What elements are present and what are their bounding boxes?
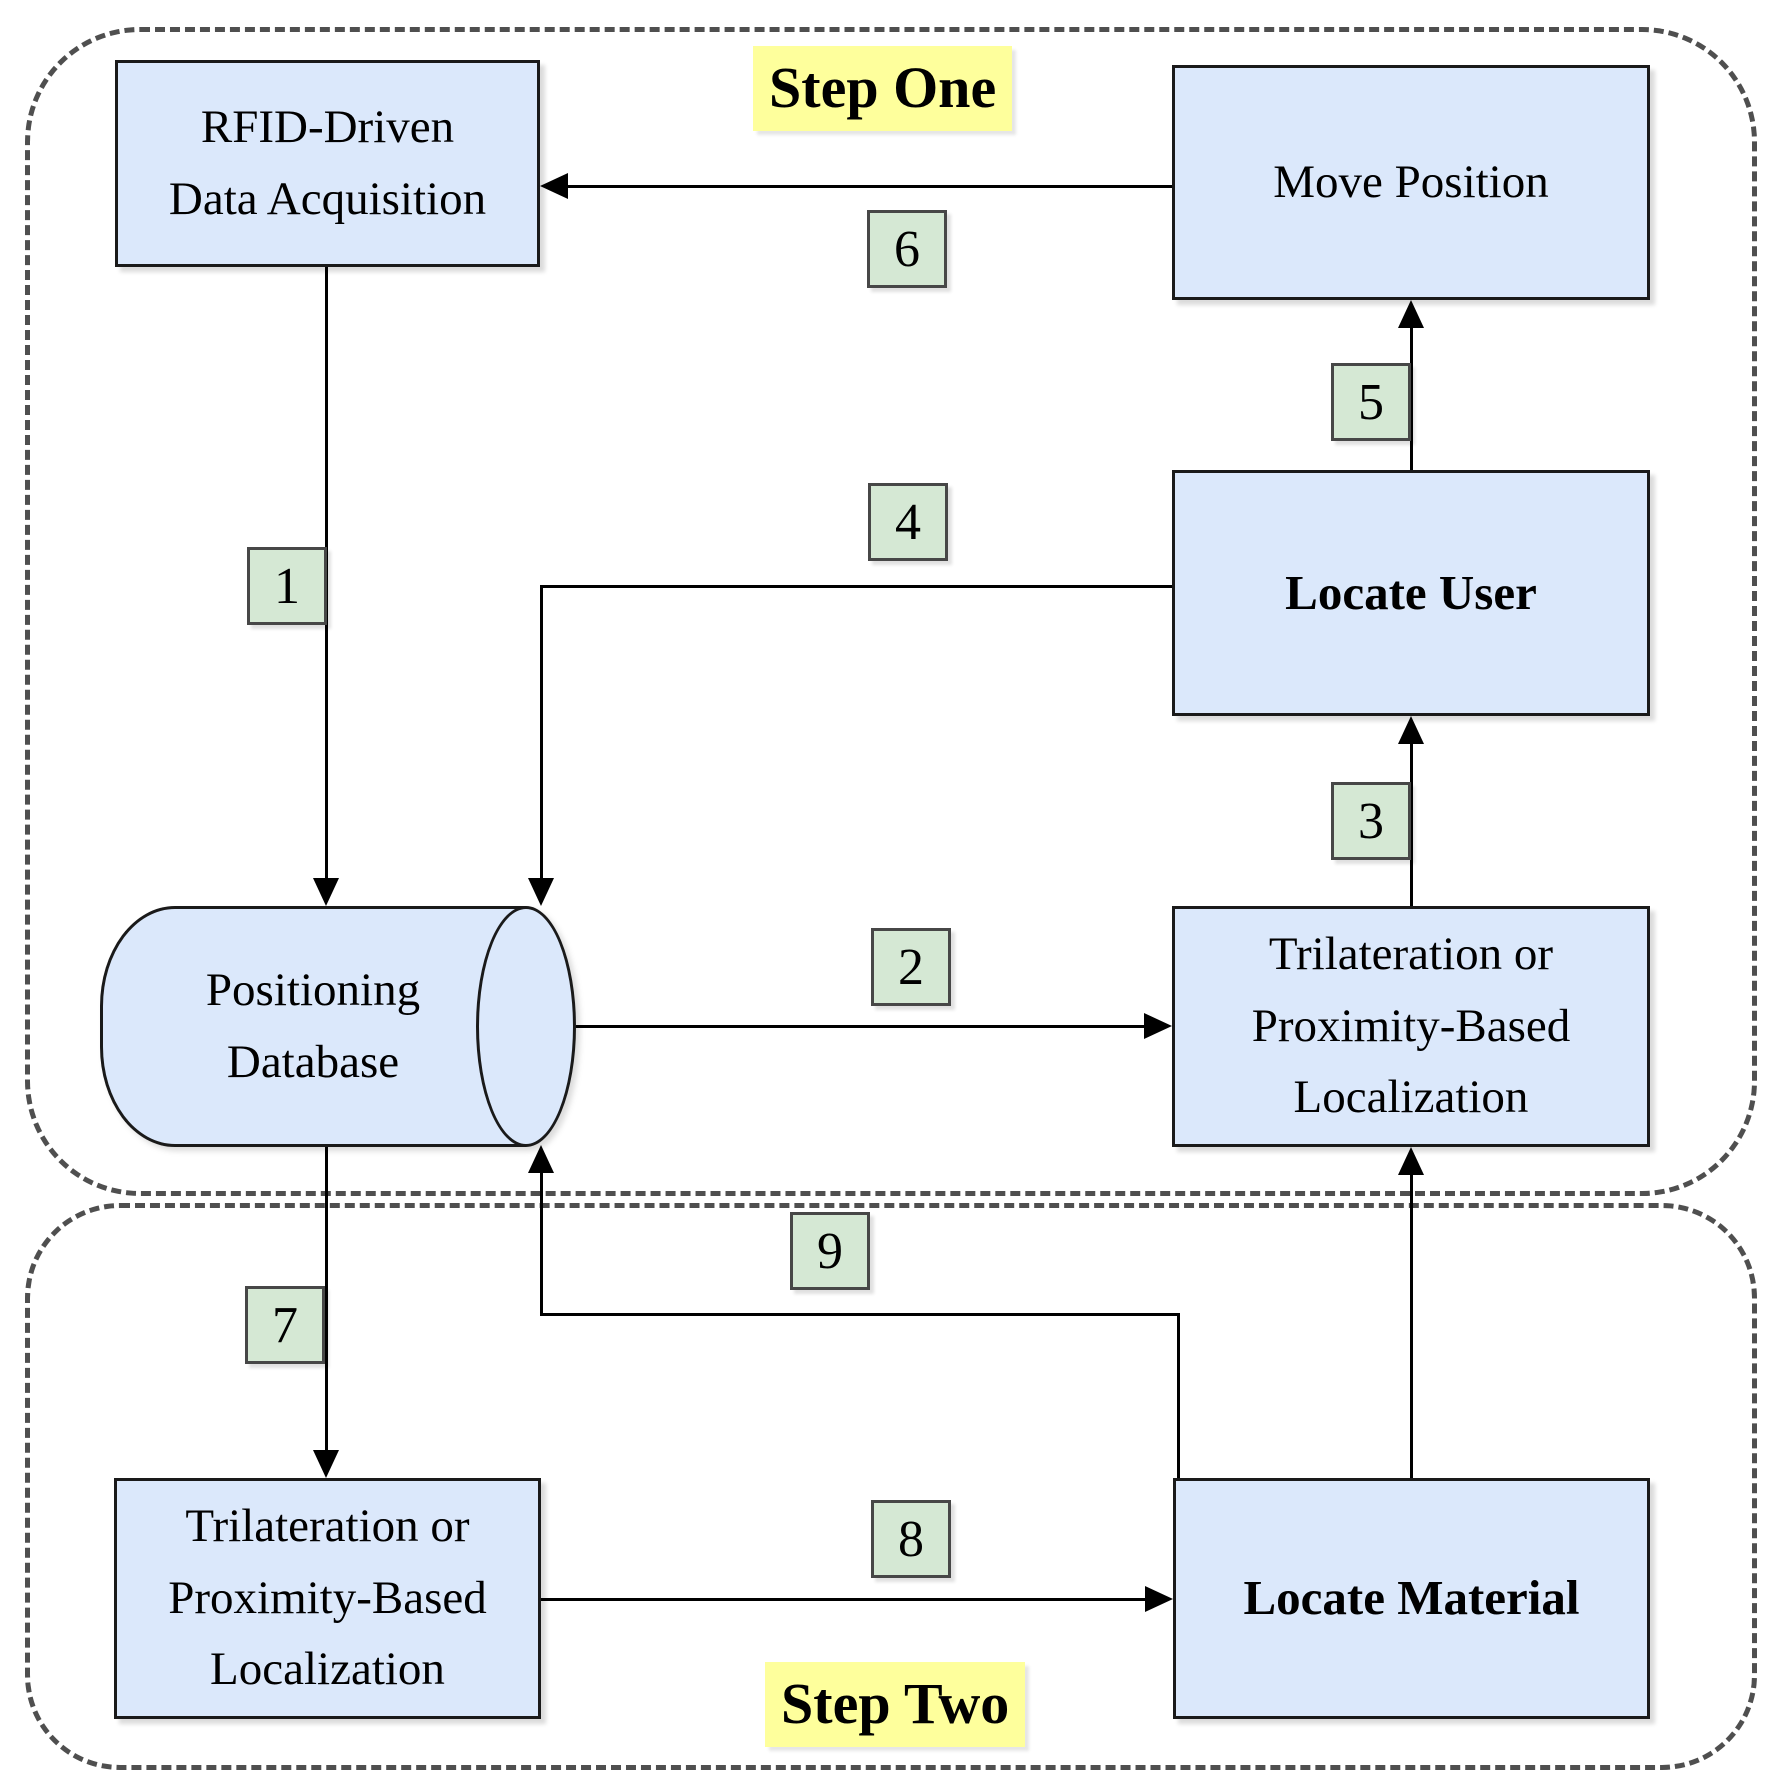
edge-material-to-trilateration-line (1410, 1175, 1413, 1478)
edge-5-arrowhead (1398, 300, 1424, 328)
edge-9-line-vertical-left (540, 1173, 543, 1316)
node-label-line: Locate Material (1243, 1570, 1580, 1626)
node-label-line: RFID-Driven (200, 101, 455, 154)
node-move-position: Move Position (1172, 65, 1650, 300)
step-one-container (25, 27, 1757, 1196)
node-label-line: Proximity-Based (1251, 999, 1571, 1052)
edge-2-line (576, 1025, 1144, 1028)
edge-1-arrowhead (313, 878, 339, 906)
edge-material-to-trilateration-arrowhead (1398, 1147, 1424, 1175)
edge-label-5: 5 (1331, 363, 1411, 441)
edge-8-line (541, 1598, 1145, 1601)
edge-9-line-horizontal (540, 1313, 1180, 1316)
node-locate-user: Locate User (1172, 470, 1650, 716)
database-cylinder-body (100, 906, 526, 1147)
step-two-container (25, 1203, 1757, 1770)
edge-label-9: 9 (790, 1212, 870, 1290)
node-label-line: Localization (1293, 1071, 1529, 1124)
node-label-line: Locate User (1285, 564, 1537, 620)
edge-3-arrowhead (1398, 716, 1424, 744)
edge-2-arrowhead (1144, 1013, 1172, 1039)
node-label-line: Trilateration or (185, 1500, 470, 1553)
edge-7-arrowhead (313, 1450, 339, 1478)
node-label-line: Move Position (1273, 155, 1549, 208)
edge-6-line (568, 185, 1172, 188)
node-locate-material: Locate Material (1173, 1478, 1650, 1719)
node-label-line: Localization (210, 1643, 445, 1696)
step-one-caption: Step One (753, 46, 1013, 131)
edge-label-4: 4 (868, 483, 948, 561)
database-label: Positioning Database (100, 906, 526, 1147)
edge-4-line-horizontal (540, 585, 1172, 588)
edge-9-line-vertical-right (1177, 1313, 1180, 1478)
edge-9-arrowhead (528, 1145, 554, 1173)
edge-8-arrowhead (1145, 1586, 1173, 1612)
node-trilateration-step-two: Trilateration or Proximity-Based Localiz… (114, 1478, 541, 1719)
node-trilateration-step-one: Trilateration or Proximity-Based Localiz… (1172, 906, 1650, 1147)
edge-4-arrowhead (528, 878, 554, 906)
edge-label-8: 8 (871, 1500, 951, 1578)
node-label-line: Positioning (205, 964, 421, 1017)
edge-label-6: 6 (867, 210, 947, 288)
edge-3-line (1410, 744, 1413, 906)
edge-4-line-vertical (540, 585, 543, 878)
edge-7-line (325, 1147, 328, 1450)
edge-6-arrowhead (540, 173, 568, 199)
edge-label-3: 3 (1331, 782, 1411, 860)
edge-label-1: 1 (247, 547, 327, 625)
edge-5-line (1410, 328, 1413, 470)
node-label-line: Trilateration or (1268, 928, 1554, 981)
node-rfid-data-acquisition: RFID-Driven Data Acquisition (115, 60, 540, 267)
node-label-line: Proximity-Based (168, 1571, 487, 1624)
database-cylinder-end (476, 906, 576, 1147)
edge-label-2: 2 (871, 928, 951, 1006)
node-label-line: Database (226, 1035, 400, 1088)
node-label-line: Data Acquisition (168, 172, 487, 225)
step-two-caption: Step Two (765, 1662, 1026, 1747)
edge-label-7: 7 (245, 1286, 325, 1364)
